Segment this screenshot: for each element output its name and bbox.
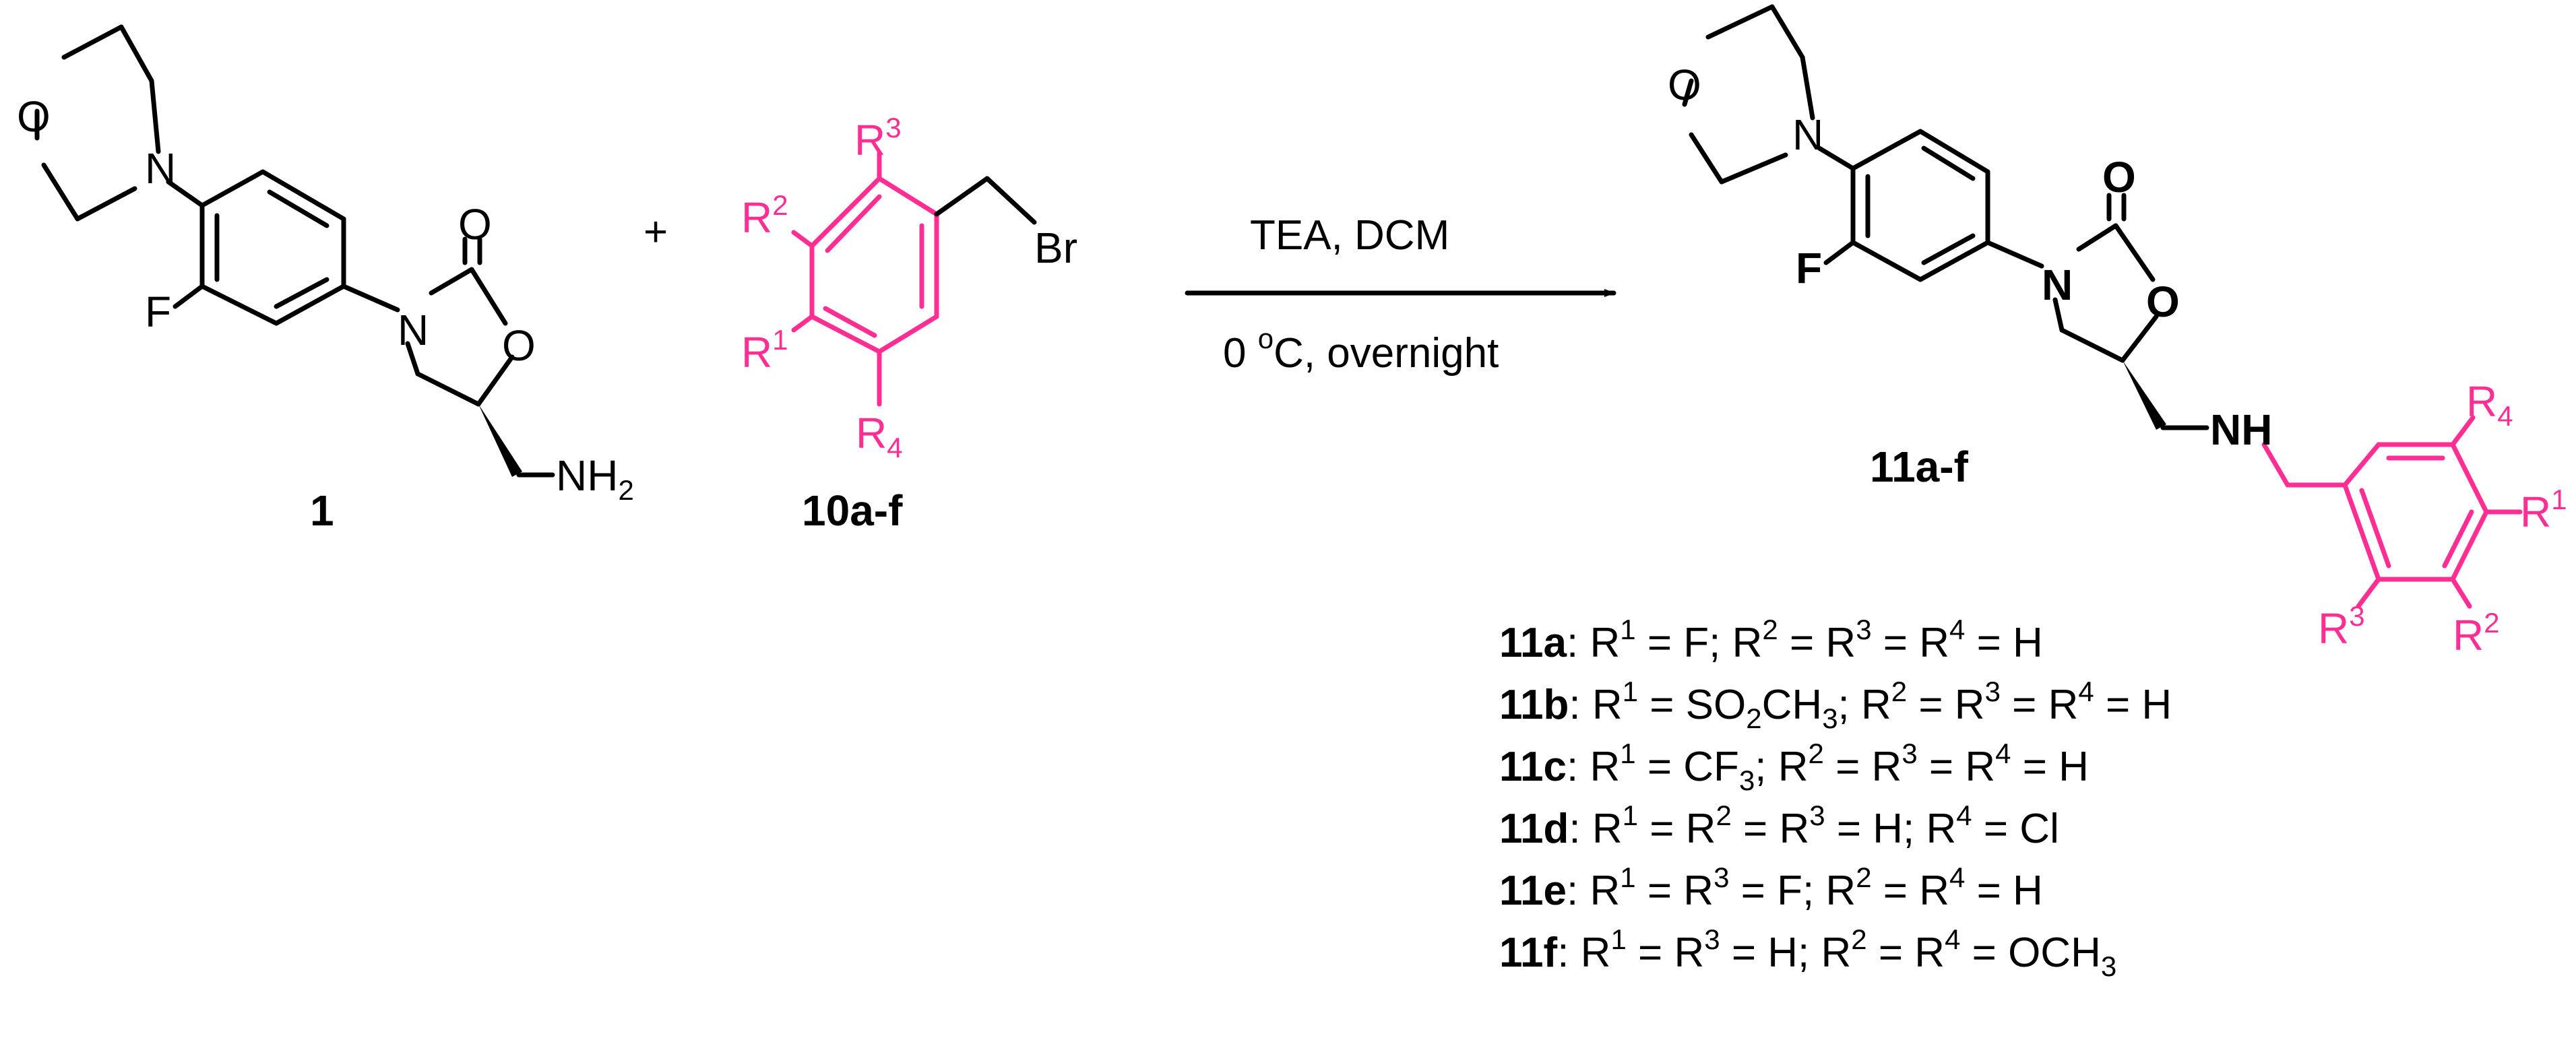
product-R4-label: R4 [2466,377,2513,432]
r2-R1-label: R1 [741,324,788,377]
product-carbonyl-oxygen: O [2102,153,2136,201]
product-fluorine: F [1796,244,1822,292]
substituent-list: 11a: R1 = F; R2 = R3 = R4 = H 11b: R1 = S… [1499,614,2172,982]
r2-R4-label: R4 [856,409,903,463]
product-structure [1682,4,2523,609]
r1-ring-oxygen: O [502,321,536,370]
r2-bromine: Br [1034,224,1077,272]
substituent-line-11f: 11f: R1 = R3 = H; R2 = R4 = OCH3 [1499,923,2116,982]
reactant-1-structure [34,24,555,478]
r2-R2-label: R2 [741,189,788,242]
r1-morpholine-nitrogen: N [145,144,176,193]
substituent-id: 11f [1499,930,1558,976]
substituent-line-11e: 11e: R1 = R3 = F; R2 = R4 = H [1499,862,2043,914]
product-oxazolidinone-nitrogen: N [2042,261,2073,309]
substituent-line-11c: 11c: R1 = CF3; R2 = R3 = R4 = H [1499,738,2089,796]
reactant-2-structure [791,151,1037,407]
r2-R3-label: R3 [854,112,902,164]
plus-sign: + [643,209,668,255]
substituent-line-11a: 11a: R1 = F; R2 = R3 = R4 = H [1499,614,2043,666]
substituent-id: 11c [1499,744,1567,790]
temperature-time-text: 0 oC, overnight [1223,323,1499,377]
product-morpholine-nitrogen: N [1792,110,1823,159]
product-R1-label: R1 [2520,484,2567,536]
product-amine-nh: NH [2210,406,2272,454]
r1-morpholine-oxygen: O [17,92,51,141]
substituent-id: 11e [1499,868,1567,914]
r1-carbonyl-oxygen: O [458,200,492,249]
r1-amine-group: NH2 [556,451,634,506]
product-morpholine-oxygen: O [1668,61,1701,109]
reagents-text: TEA, DCM [1250,212,1449,259]
compound-label-11a-f: 11a-f [1870,443,1969,491]
compound-label-1: 1 [310,486,334,535]
substituent-line-11b: 11b: R1 = SO2CH3; R2 = R3 = R4 = H [1499,676,2172,734]
substituent-id: 11b [1499,682,1569,728]
product-R3-label: R3 [2318,600,2365,653]
product-ring-oxygen: O [2146,278,2180,326]
r1-fluorine: F [145,288,171,336]
r1-oxazolidinone-nitrogen: N [398,306,429,354]
substituent-id: 11a [1499,620,1567,666]
substituent-id: 11d [1499,806,1569,852]
product-R2-label: R2 [2453,607,2500,659]
substituent-line-11d: 11d: R1 = R2 = R3 = H; R4 = Cl [1499,800,2059,852]
compound-label-10a-f: 10a-f [802,486,903,535]
